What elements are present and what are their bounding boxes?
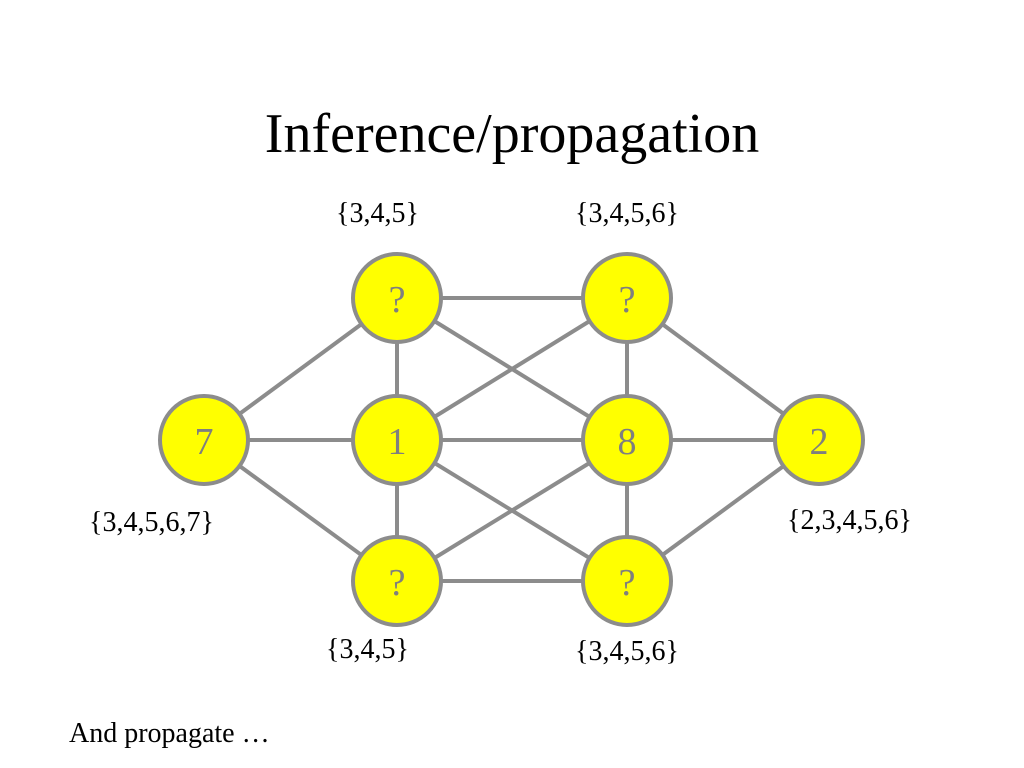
node-1-circle — [351, 394, 443, 486]
node-top-right-value: ? — [619, 279, 636, 321]
node-bottom-left: ? — [351, 535, 443, 627]
node-bottom-right: ? — [581, 535, 673, 627]
node-2-value: 2 — [810, 421, 829, 463]
node-7-circle — [158, 394, 250, 486]
node-bottom-right-circle — [581, 535, 673, 627]
node-top-left: ? — [351, 252, 443, 344]
domain-label-bottom-right: {3,4,5,6} — [575, 636, 679, 667]
node-bottom-right-value: ? — [619, 562, 636, 604]
node-2-circle — [773, 394, 865, 486]
node-7: 7 — [158, 394, 250, 486]
slide-caption: And propagate … — [69, 718, 270, 749]
node-bottom-left-circle — [351, 535, 443, 627]
domain-label-top-right: {3,4,5,6} — [575, 198, 679, 229]
node-2: 2 — [773, 394, 865, 486]
domain-label-2: {2,3,4,5,6} — [787, 505, 912, 536]
node-8-value: 8 — [618, 421, 637, 463]
slide-title: Inference/propagation — [264, 103, 760, 165]
domain-label-7: {3,4,5,6,7} — [89, 507, 214, 538]
node-8: 8 — [581, 394, 673, 486]
node-top-right-circle — [581, 252, 673, 344]
node-bottom-left-value: ? — [389, 562, 406, 604]
node-8-circle — [581, 394, 673, 486]
node-1: 1 — [351, 394, 443, 486]
node-7-value: 7 — [195, 421, 214, 463]
domain-label-top-left: {3,4,5} — [336, 198, 419, 229]
node-top-right: ? — [581, 252, 673, 344]
edges — [202, 296, 821, 583]
node-1-value: 1 — [388, 421, 407, 463]
node-top-left-value: ? — [389, 279, 406, 321]
node-top-left-circle — [351, 252, 443, 344]
domain-label-bottom-left: {3,4,5} — [326, 634, 409, 665]
